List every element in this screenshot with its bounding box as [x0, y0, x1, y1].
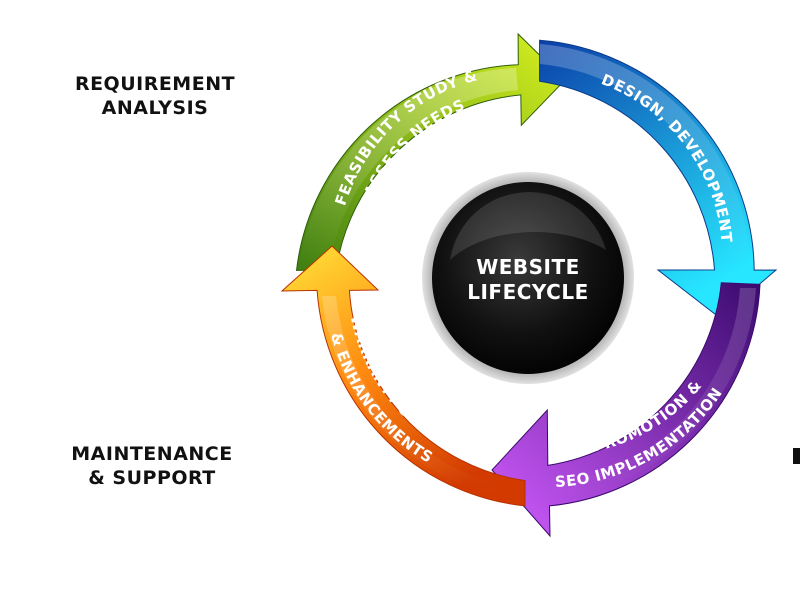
maintenance-support-label: MAINTENANCE & SUPPORT: [52, 442, 252, 490]
cropped-edge-label-fragment: [793, 448, 800, 464]
feasibility-arrow: [295, 32, 566, 271]
center-title-line-1: WEBSITE: [476, 255, 580, 279]
center-hub: WEBSITE LIFECYCLE: [422, 172, 634, 384]
maintenance-support-line-2: & SUPPORT: [88, 467, 216, 489]
center-circle: [432, 182, 624, 374]
center-title-line-2: LIFECYCLE: [467, 280, 589, 304]
design-arrow: [539, 39, 778, 319]
cycle-arrows: [280, 32, 778, 538]
maintenance-support-line-1: MAINTENANCE: [71, 443, 233, 465]
requirement-analysis-line-2: ANALYSIS: [101, 97, 209, 119]
promotion-arrow-gloss: [552, 288, 756, 500]
warranty-arrow: [280, 245, 526, 507]
requirement-analysis-line-1: REQUIREMENT: [74, 73, 236, 95]
requirement-analysis-label: REQUIREMENT ANALYSIS: [60, 72, 250, 120]
feasibility-arrow-gloss: [300, 68, 518, 262]
center-gloss: [450, 192, 606, 260]
promotion-arrow: [491, 282, 761, 538]
design-arrow-gloss: [540, 44, 750, 262]
warranty-arrow-gloss: [322, 296, 500, 496]
